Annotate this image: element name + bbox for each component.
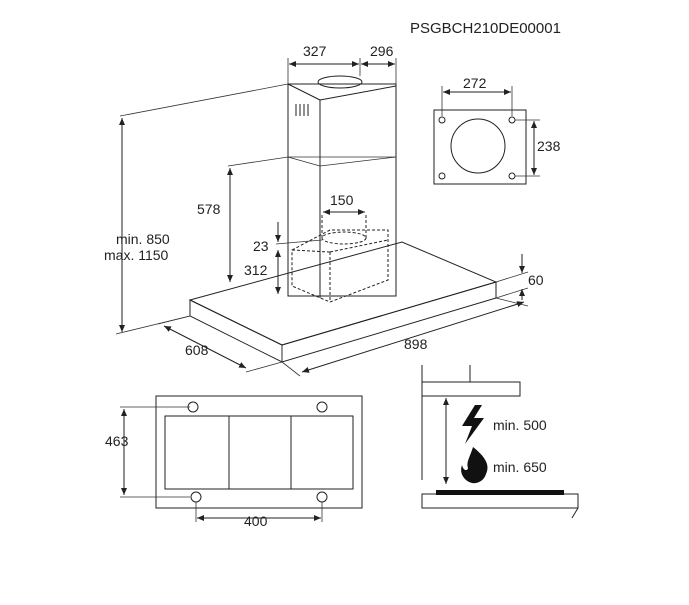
product-code: PSGBCH210DE00001 [410,20,561,37]
chimney-width-label: 327 [303,43,327,59]
cooktop [421,490,579,519]
lamp-icons [187,401,328,503]
motor-height-label: 312 [244,262,268,278]
electric-clearance-label: min. 500 [493,417,547,433]
screw-holes [438,116,516,180]
bracket-height-label: 238 [537,138,561,154]
canopy-thickness-label: 60 [528,272,544,288]
vent-slots [295,104,309,116]
canopy [188,241,498,363]
gas-clearance-label: min. 650 [493,459,547,475]
chimney [287,75,397,298]
canopy-depth-label: 608 [185,342,209,358]
gas-flame-icon [461,447,488,484]
total-height-max-label: max. 1150 [104,247,169,263]
hole-spacing-label: 400 [244,513,268,529]
hood-isometric-view: 327 296 min. 850 max. 1150 578 150 23 31… [104,43,544,377]
offset-label: 23 [253,238,269,254]
underside-depth-label: 463 [105,433,129,449]
chimney-depth-label: 296 [370,43,394,59]
mounting-bracket-view: 272 238 [433,75,561,185]
motor-housing [291,215,389,303]
outlet-diameter-label: 150 [330,192,354,208]
clearance-view: min. 500 min. 650 [421,365,579,519]
chimney-height-label: 578 [197,201,221,217]
total-height-min-label: min. 850 [116,231,170,247]
bracket-width-label: 272 [463,75,487,91]
electric-icon [462,405,484,444]
underside-view: 463 400 [105,395,363,529]
canopy-width-label: 898 [404,336,428,352]
